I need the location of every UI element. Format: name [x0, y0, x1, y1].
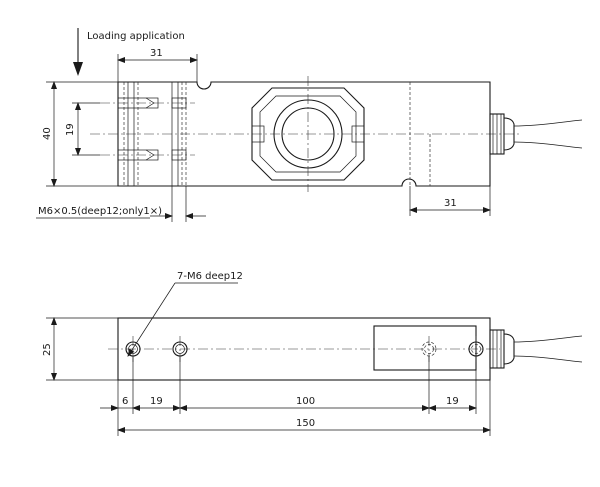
thread-note-leader [36, 186, 206, 222]
top-sensing-element [251, 76, 365, 192]
dim-150-text: 150 [296, 418, 315, 429]
dim-top-31-text: 31 [150, 48, 163, 59]
side-gauge-cover [373, 325, 477, 371]
thread-note-text: M6×0.5(deep12;only1×) [38, 206, 162, 217]
hole-note-leader [127, 282, 238, 357]
side-cable [513, 335, 583, 363]
dim-top-31 [117, 54, 198, 82]
top-cable-gland [489, 113, 515, 155]
dim-spacing-19 [72, 102, 100, 156]
dim-6-text: 6 [122, 396, 128, 407]
dim-100-text: 100 [296, 396, 315, 407]
dim-height-40 [46, 81, 118, 187]
top-view: Loading application 31 40 19 31 [36, 28, 583, 222]
dim-height-25-text: 25 [42, 343, 53, 356]
hole-note-text: 7-M6 deep12 [177, 271, 243, 282]
dim-right-31-text: 31 [444, 198, 457, 209]
loading-arrow-icon [73, 28, 83, 76]
dim-19-right-text: 19 [446, 396, 459, 407]
dim-height-40-text: 40 [42, 127, 53, 140]
side-extension-lines [117, 356, 491, 436]
side-cable-gland [489, 329, 515, 369]
top-thread-holes [100, 97, 195, 161]
dim-height-25 [46, 317, 118, 381]
dim-spacing-19-text: 19 [65, 123, 76, 136]
side-view: 7-M6 deep12 25 6 19 100 [42, 271, 583, 436]
top-cable [513, 119, 583, 149]
dim-19-left-text: 19 [150, 396, 163, 407]
dim-right-31 [409, 186, 491, 216]
loading-application-label: Loading application [87, 31, 185, 42]
